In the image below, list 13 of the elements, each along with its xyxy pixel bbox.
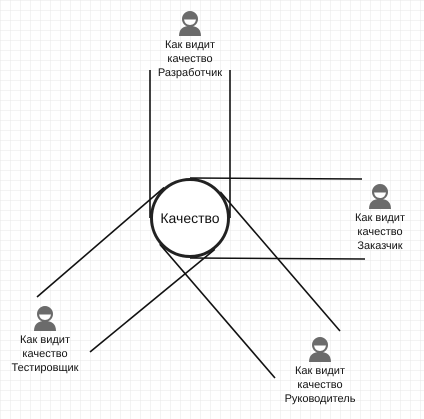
connector-line xyxy=(220,191,341,332)
connector-line xyxy=(149,70,151,218)
connector-line xyxy=(159,244,276,379)
person-caption: Как видит качество Разработчик xyxy=(156,38,224,80)
person-caption: Как видит качество Руководитель xyxy=(284,364,356,406)
person-caption: Как видит качество Тестировщик xyxy=(10,333,80,375)
connector-line xyxy=(90,248,216,353)
connector-line xyxy=(190,257,365,260)
connector-line xyxy=(190,177,362,180)
person-caption: Как видит качество Заказчик xyxy=(354,211,406,253)
connector-line xyxy=(36,186,165,298)
node-label: Качество xyxy=(160,210,220,226)
connector-line xyxy=(229,70,231,218)
